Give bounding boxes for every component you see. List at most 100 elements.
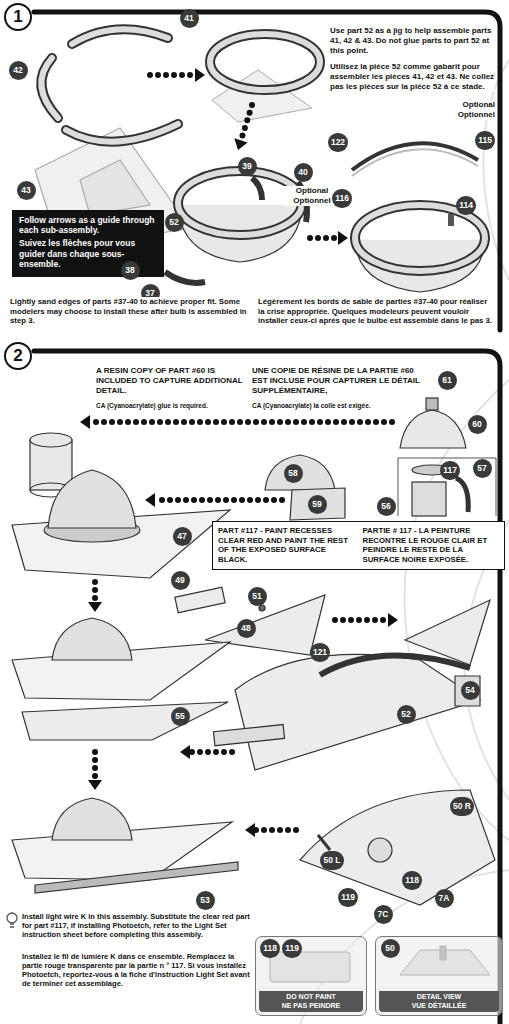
- final-assembly: [35, 862, 238, 893]
- housing-part-52: [455, 676, 480, 706]
- ring-assembly: [165, 272, 205, 283]
- dome-part-60: [398, 398, 496, 516]
- callout-number: 115: [475, 131, 495, 150]
- node-text: NE PAS PEINDRE: [259, 1002, 363, 1010]
- callout-number: 116: [332, 189, 352, 208]
- node-text: DETAIL VIEW: [379, 993, 499, 1001]
- dome-part-60: [426, 398, 438, 410]
- dotted-arrow: [255, 827, 296, 833]
- instruction-text: Utilisez la pièce 52 comme gabarit pour …: [330, 62, 495, 91]
- arrow-head: [245, 823, 255, 837]
- callout-number: 122: [328, 133, 348, 152]
- callout-number: 54: [461, 681, 480, 700]
- node-text: Follow arrows as a guide through each su…: [19, 215, 157, 235]
- callout-number: 40: [294, 163, 313, 182]
- ring-on-jig: [210, 34, 320, 122]
- arrow-head: [234, 138, 247, 150]
- ring-assembly: [140, 171, 307, 283]
- callout-number: 43: [17, 181, 36, 200]
- ring-on-jig: [210, 34, 320, 90]
- arrow-head: [145, 493, 155, 507]
- ring-with-options: [352, 149, 478, 176]
- ring-part: [72, 29, 168, 44]
- instruction-text: Optionnel: [430, 110, 495, 120]
- instruction-text: Install light wire K in this assembly. S…: [22, 912, 250, 939]
- dotted-arrow: [241, 105, 252, 140]
- dotted-arrow: [190, 749, 232, 755]
- final-assembly: [12, 798, 238, 893]
- callout-number: 50 R: [450, 797, 474, 816]
- plate-parts-48-49: [259, 605, 265, 611]
- callout-number: 56: [377, 497, 396, 516]
- instruction-text: A RESIN COPY OF PART #60 IS INCLUDED TO …: [96, 366, 246, 395]
- callout-number: 119: [282, 939, 302, 958]
- callout-number: 59: [308, 495, 327, 514]
- node-text: 2: [13, 346, 22, 366]
- node-text: VUE DÉTAILLÉE: [379, 1002, 499, 1010]
- housing-part-52: [235, 654, 480, 770]
- ring-assembly: [252, 178, 262, 200]
- callout-number: 51: [248, 587, 267, 606]
- dome-part-60: [412, 482, 446, 516]
- callout-number: 49: [171, 571, 190, 590]
- callout-number: 119: [338, 888, 358, 907]
- instruction-text: CA (Cyanoacrylate) glue is required.: [96, 402, 246, 410]
- ring-with-options: [352, 143, 485, 292]
- callout-number: 60: [468, 415, 487, 434]
- ring-with-options: [355, 205, 485, 271]
- stack-assembly: [12, 618, 230, 740]
- resin-part-60: [30, 433, 72, 447]
- arrow-head: [88, 602, 102, 612]
- plate-parts-48-49: [175, 587, 490, 665]
- node-text: 1: [13, 7, 22, 27]
- panel-border: [34, 12, 500, 330]
- instruction-text: Légèrement les bords de sable de parties…: [258, 297, 494, 326]
- housing-part-52: [320, 656, 470, 675]
- light-bulb-icon: [7, 913, 17, 927]
- dotted-arrow: [92, 582, 98, 602]
- callout-number: 58: [284, 464, 303, 483]
- label-band: DETAIL VIEWVUE DÉTAILLÉE: [379, 991, 499, 1012]
- lower-housing: [300, 790, 495, 905]
- callout-number: 41: [180, 9, 199, 28]
- instruction-text: Installez le fil de lumière K dans ce en…: [22, 952, 250, 989]
- callout-number: 52: [397, 705, 416, 724]
- callout-number: 38: [121, 261, 140, 280]
- stack-assembly: [22, 702, 228, 740]
- background-swirl: [404, 380, 509, 840]
- dome-segments: [265, 455, 335, 490]
- arrow-head: [180, 745, 190, 759]
- ring-part: [41, 58, 58, 118]
- lower-housing: [318, 835, 330, 850]
- ring-part: [41, 58, 58, 118]
- housing-part-52: [213, 724, 284, 745]
- node-text: DO NOT PAINT: [259, 993, 363, 1001]
- instruction-text: UNE COPIE DE RÉSINE DE LA PARTIE #60 EST…: [252, 366, 420, 395]
- step-number: 1: [4, 3, 32, 31]
- node-text: PART #117 - PAINT RECESSES CLEAR RED AND…: [218, 526, 355, 565]
- dotted-arrow: [92, 752, 98, 780]
- ring-with-options: [448, 214, 454, 226]
- callout-number: 39: [238, 157, 257, 176]
- callout-number: 48: [237, 619, 256, 638]
- dome-on-plate-47: [12, 470, 230, 578]
- callout-number: 114: [456, 196, 476, 215]
- callout-number: 118: [260, 939, 280, 958]
- ring-on-jig: [210, 34, 320, 90]
- instruction-text: CA (Cyanoacrylate) la colle est exigée.: [252, 402, 420, 410]
- dome-segments: [265, 455, 345, 520]
- ring-part: [66, 124, 178, 142]
- callout-number: 121: [310, 643, 330, 662]
- arrow-head: [338, 231, 348, 245]
- note-box: Follow arrows as a guide through each su…: [12, 210, 164, 277]
- instruction-text: Lightly sand edges of parts #37-40 to ac…: [10, 297, 252, 326]
- step-number: 2: [4, 342, 32, 370]
- callout-number: 50 L: [320, 851, 343, 870]
- dotted-arrow: [90, 419, 392, 425]
- housing-part-52: [213, 654, 480, 770]
- lower-housing: [368, 838, 392, 862]
- arrow-head: [388, 613, 398, 627]
- plate-parts-48-49: [175, 587, 225, 613]
